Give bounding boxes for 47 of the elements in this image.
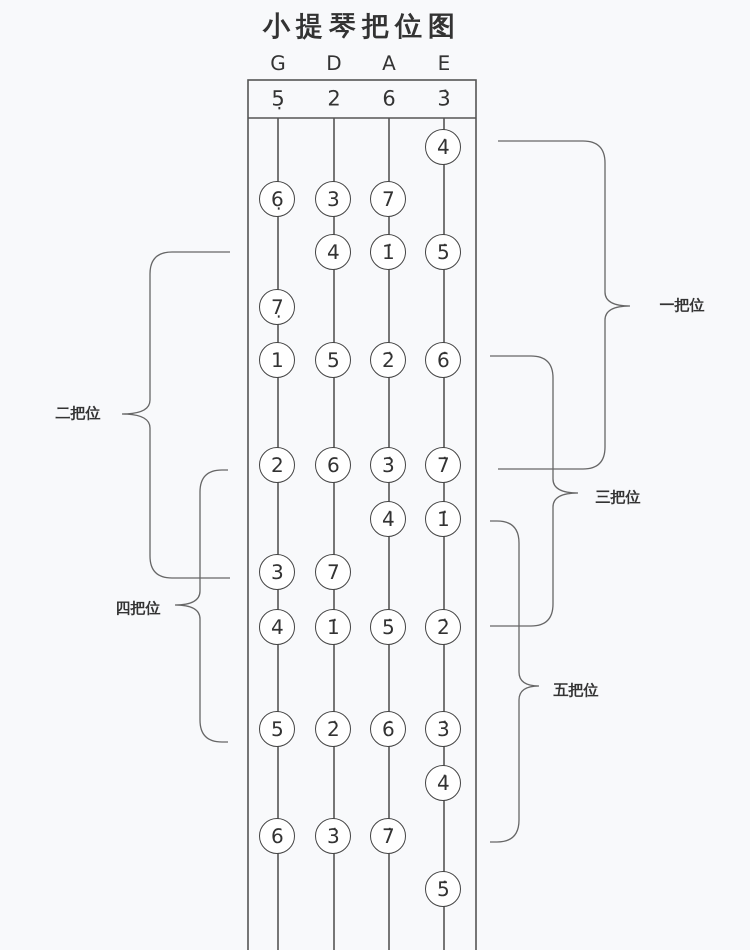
position-label: 三把位	[596, 488, 640, 506]
note-circle: 2̇	[315, 711, 352, 748]
note-circle: 6	[315, 447, 352, 484]
string-name: D	[326, 52, 342, 74]
note-circle: 3̇	[315, 818, 352, 854]
note-circle: 5	[259, 711, 296, 748]
note-circle: 2̇	[370, 342, 406, 378]
note-circle: 4̇	[425, 129, 462, 166]
note-circle: 5̇̇	[425, 871, 462, 908]
string-name: A	[382, 52, 396, 74]
open-string-note: 6	[382, 87, 396, 111]
note-circle: 4	[259, 609, 296, 646]
note-circle: 7̇	[425, 447, 462, 484]
note-circle: 1̇	[315, 609, 352, 646]
note-circle: 5	[315, 342, 352, 378]
note-circle: 7	[370, 181, 406, 218]
note-circle: 1̇̇	[425, 501, 462, 538]
note-circle: 1	[259, 342, 296, 378]
note-circle: 7̇	[370, 818, 406, 854]
position-label: 二把位	[56, 404, 100, 422]
note-circle: 6̇	[370, 711, 406, 748]
note-circle: 3̇̇	[425, 711, 462, 748]
open-string-note: 2	[327, 87, 341, 111]
note-circle: 2	[259, 447, 296, 484]
note-circle: 5̇	[425, 234, 462, 270]
position-label: 一把位	[660, 296, 704, 314]
note-circle: 6̣	[259, 181, 296, 218]
note-circle: 4̇̇	[425, 765, 462, 802]
note-circle: 4	[315, 234, 352, 270]
open-string-note: 3̇	[437, 87, 451, 111]
note-circle: 6̇	[425, 342, 462, 378]
note-circle: 4̇	[370, 501, 406, 538]
string-name: G	[270, 52, 286, 74]
open-string-note: 5̣	[271, 87, 285, 111]
note-circle: 3	[315, 181, 352, 218]
position-label: 四把位	[116, 600, 160, 616]
note-circle: 3̇	[370, 447, 406, 484]
note-circle: 3	[259, 554, 296, 590]
title: 小提琴把位图	[263, 12, 461, 42]
note-circle: 7̣	[259, 289, 296, 326]
note-circle: 5̇	[370, 609, 406, 646]
note-circle: 6	[259, 818, 296, 854]
string-name: E	[438, 52, 450, 74]
note-circle: 1̇	[370, 234, 406, 270]
note-circle: 2̇̇	[425, 609, 462, 646]
position-label: 五把位	[554, 682, 598, 698]
note-circle: 7	[315, 554, 352, 590]
